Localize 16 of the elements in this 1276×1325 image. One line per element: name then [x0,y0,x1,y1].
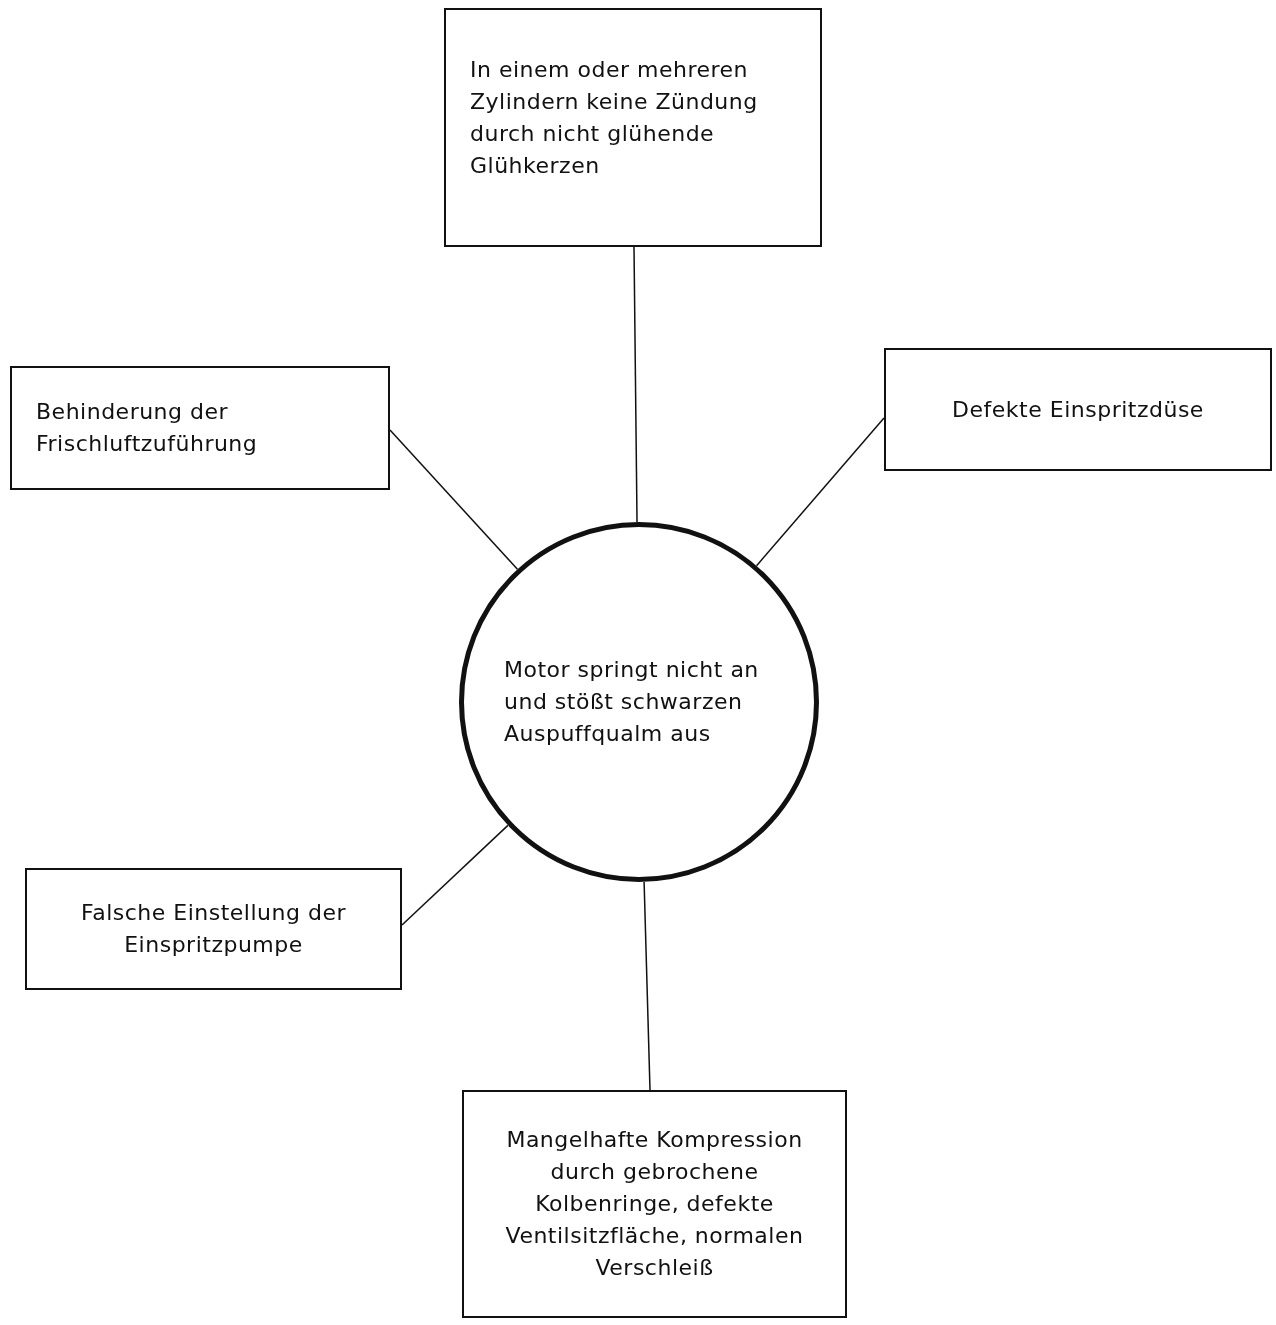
box-label: Falsche Einstellung der Einspritzpumpe [80,899,347,959]
cause-box [10,366,390,490]
cause-box [25,868,402,990]
connector-line [389,429,519,570]
cause-box [884,348,1272,471]
box-label: Mangelhafte Kompression durch gebrochene Kolbenringe, defekte Ventilsitzfläche, normalen Verschleiß [504,1126,805,1282]
circle-label: Motor springt nicht an und stößt schwarzen Auspuffqualm aus [504,656,760,748]
box-label: Defekte Einspritzdüse [952,395,1204,424]
connector-line [633,246,638,523]
cause-box [444,8,822,247]
connector-line [643,881,651,1091]
box-label: In einem oder mehreren Zylindern keine Zündung durch nicht glühende Glühkerzen [470,56,759,180]
cause-box [462,1090,847,1318]
connector-line [755,417,885,567]
box-label: Behinderung der Frischluftzuführung [36,398,259,458]
connector-line [401,824,509,926]
